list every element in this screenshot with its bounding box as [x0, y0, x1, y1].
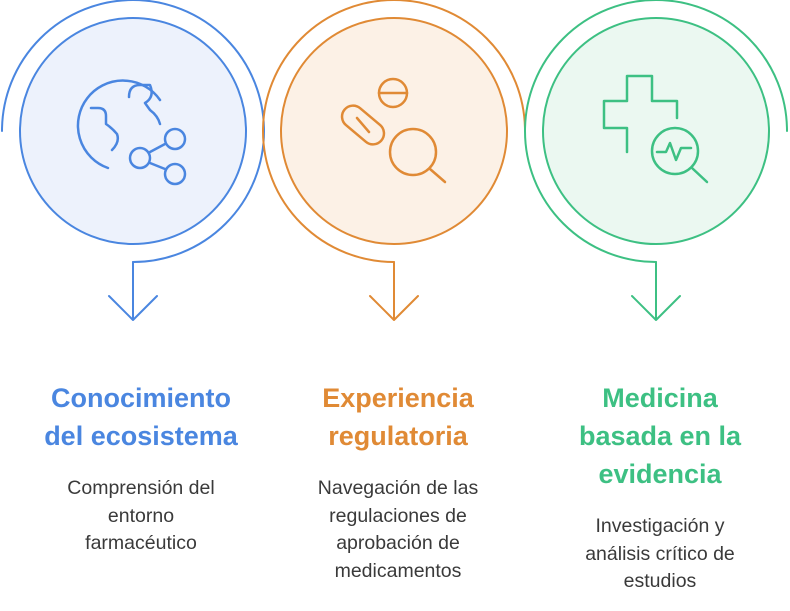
stage-1-text: Conocimiento del ecosistema Comprensión …	[16, 379, 266, 558]
stage-1-outer-ring	[1, 0, 265, 263]
stage-3-connector	[631, 261, 681, 321]
globe-network-icon	[76, 79, 187, 186]
stage-3-title: Medicina basada en la evidencia	[578, 383, 742, 489]
stage-2-description: Navegación de las regulaciones de aproba…	[317, 477, 479, 582]
stage-3-text: Medicina basada en la evidencia Investig…	[535, 379, 785, 596]
stage-2-graphic	[262, 0, 526, 321]
stage-1-description: Comprensión del entorno farmacéutico	[67, 477, 215, 554]
stage-2-circle	[280, 17, 508, 245]
stage-3-graphic	[524, 0, 788, 321]
stage-3-description: Investigación y análisis crítico de estu…	[585, 515, 735, 592]
stage-1-circle	[19, 17, 247, 245]
stage-1-title: Conocimiento del ecosistema	[44, 383, 238, 451]
stage-2-outer-ring	[262, 0, 526, 263]
stage-2-connector	[369, 261, 419, 321]
stage-3-outer-ring	[524, 0, 788, 263]
stage-3-circle	[542, 17, 770, 245]
stage-1-connector	[108, 261, 158, 321]
medical-cross-search-icon	[602, 74, 709, 184]
stage-2-title: Experiencia regulatoria	[322, 383, 474, 451]
stage-1-graphic	[1, 0, 265, 321]
pills-magnifier-icon	[340, 77, 447, 184]
stage-2-text: Experiencia regulatoria Navegación de la…	[273, 379, 523, 585]
